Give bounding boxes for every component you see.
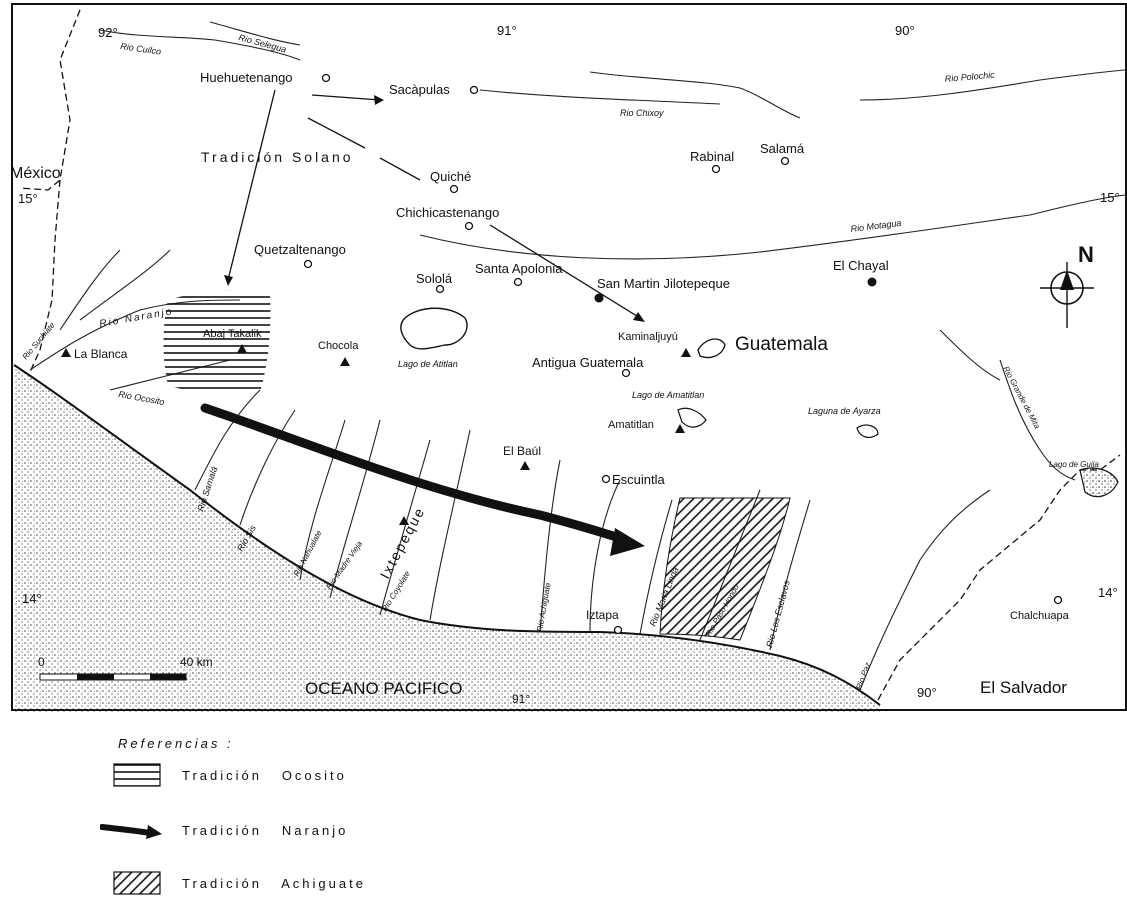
legend-title: Referencias :	[118, 736, 234, 751]
horizontal-hatch-icon	[113, 763, 161, 787]
achiguate-tradition-zone	[659, 497, 791, 641]
border-mexico	[19, 9, 81, 373]
place-santa-apolonia: Santa Apolonia	[475, 261, 563, 276]
river-selegua: Rio Selegua	[237, 32, 287, 54]
river-chixoy: Rio Chixoy	[620, 108, 664, 118]
scale-bar	[39, 673, 187, 681]
place-la-blanca: La Blanca	[74, 347, 128, 361]
lake-atitlan	[400, 307, 468, 350]
place-abaj-takalik: Abaj Takalik	[203, 328, 262, 340]
north-arrow-icon	[1040, 262, 1094, 328]
lon-91-top-label: 91°	[497, 23, 517, 38]
river-achiguate: Rio Achiguate	[535, 581, 553, 632]
lon-90-top-label: 90°	[895, 23, 915, 38]
place-solola: Sololá	[416, 271, 453, 286]
place-kaminaljuyu: Kaminaljuyú	[618, 331, 678, 343]
el-salvador-label: El Salvador	[980, 678, 1067, 697]
solano-route-label: Tradición Solano	[201, 149, 354, 165]
naranjo-arrow-head	[610, 528, 645, 556]
place-huehuetenango: Huehuetenango	[200, 70, 293, 85]
legend-item-naranjo: Tradición Naranjo	[100, 815, 348, 845]
legend-label-naranjo: Tradición Naranjo	[182, 822, 349, 838]
river-naranjo: Rio Naranjo	[99, 306, 175, 330]
lake-atitlan-label: Lago de Atitlan	[398, 359, 458, 369]
lake-amatitlan-label: Lago de Amatitlan	[632, 390, 704, 400]
lat-14-right-label: 14°	[1098, 585, 1118, 600]
place-quiche: Quiché	[430, 169, 471, 184]
coastline	[13, 364, 881, 706]
place-el-chayal: El Chayal	[833, 258, 889, 273]
solano-arrowheads	[224, 95, 645, 322]
scale-end-label: 40 km	[180, 655, 213, 669]
river-suchiate: Rio Suchiate	[21, 320, 57, 361]
place-ixtepeque: Ixtepeque	[377, 504, 428, 582]
legend-label-achiguate: Tradición Achiguate	[182, 875, 366, 891]
place-chichicastenango: Chichicastenango	[396, 205, 499, 220]
guatemala-label: Guatemala	[735, 334, 828, 355]
ocean-label: OCEANO PACIFICO	[305, 679, 462, 698]
lon-91-bottom-label: 91°	[512, 692, 530, 706]
place-chalchuapa: Chalchuapa	[1010, 610, 1070, 622]
legend: Referencias : Tradición Ocosito Tradició…	[100, 730, 520, 900]
lake-ayarza-label: Laguna de Ayarza	[808, 406, 881, 416]
lat-15-left-label: 15°	[18, 191, 38, 206]
place-el-baul: El Baúl	[503, 444, 541, 458]
place-quetzaltenango: Quetzaltenango	[254, 242, 346, 257]
place-sacapulas: Sacàpulas	[389, 82, 450, 97]
border-el-salvador	[877, 454, 1121, 701]
place-amatitlan: Amatitlan	[608, 419, 654, 431]
scale-start-label: 0	[38, 655, 45, 669]
place-rabinal: Rabinal	[690, 149, 734, 164]
river-ocosito: Rio Ocosito	[118, 389, 166, 407]
lon-92-label: 92°	[98, 25, 118, 40]
naranjo-arrow-shaft	[200, 403, 625, 543]
river-los-esclavos: Rio Los Esclavos	[764, 579, 792, 649]
site-markers	[61, 73, 1063, 635]
lake-amatitlan	[677, 407, 707, 428]
river-grande-mita: Rio Grande de Mita	[1001, 365, 1042, 431]
river-paz: Rio Paz	[854, 661, 872, 690]
lake-ayarza	[856, 424, 879, 438]
place-chocola: Chocola	[318, 340, 359, 352]
diagonal-hatch-icon	[113, 871, 161, 895]
place-salama: Salamá	[760, 141, 805, 156]
lake-guija	[1079, 467, 1119, 498]
place-escuintla: Escuintla	[612, 472, 666, 487]
river-nahualate: Rio Nahualate	[292, 528, 324, 577]
lon-90-bottom-label: 90°	[917, 685, 937, 700]
guatemala-city-outline	[697, 338, 726, 359]
lake-guija-label: Lago de Guija	[1049, 460, 1099, 469]
north-label: N	[1078, 242, 1094, 267]
river-polochic: Rio Polochic	[944, 70, 995, 84]
mexico-label: México	[10, 165, 61, 182]
lat-15-right-label: 15°	[1100, 190, 1120, 205]
river-motagua: Rio Motagua	[850, 218, 902, 234]
river-cuilco: Rio Cuilco	[120, 41, 162, 57]
legend-item-achiguate: Tradición Achiguate	[100, 868, 366, 898]
legend-label-ocosito: Tradición Ocosito	[182, 767, 347, 783]
lat-14-left-label: 14°	[22, 591, 42, 606]
place-iztapa: Iztapa	[586, 608, 619, 622]
legend-item-ocosito: Tradición Ocosito	[100, 760, 347, 790]
place-san-martin: San Martin Jilotepeque	[597, 276, 730, 291]
solano-routes	[227, 89, 641, 319]
stippled-shore	[14, 365, 880, 712]
place-antigua: Antigua Guatemala	[532, 355, 644, 370]
ocosito-tradition-zone	[163, 290, 271, 394]
thick-arrow-icon	[100, 824, 162, 839]
